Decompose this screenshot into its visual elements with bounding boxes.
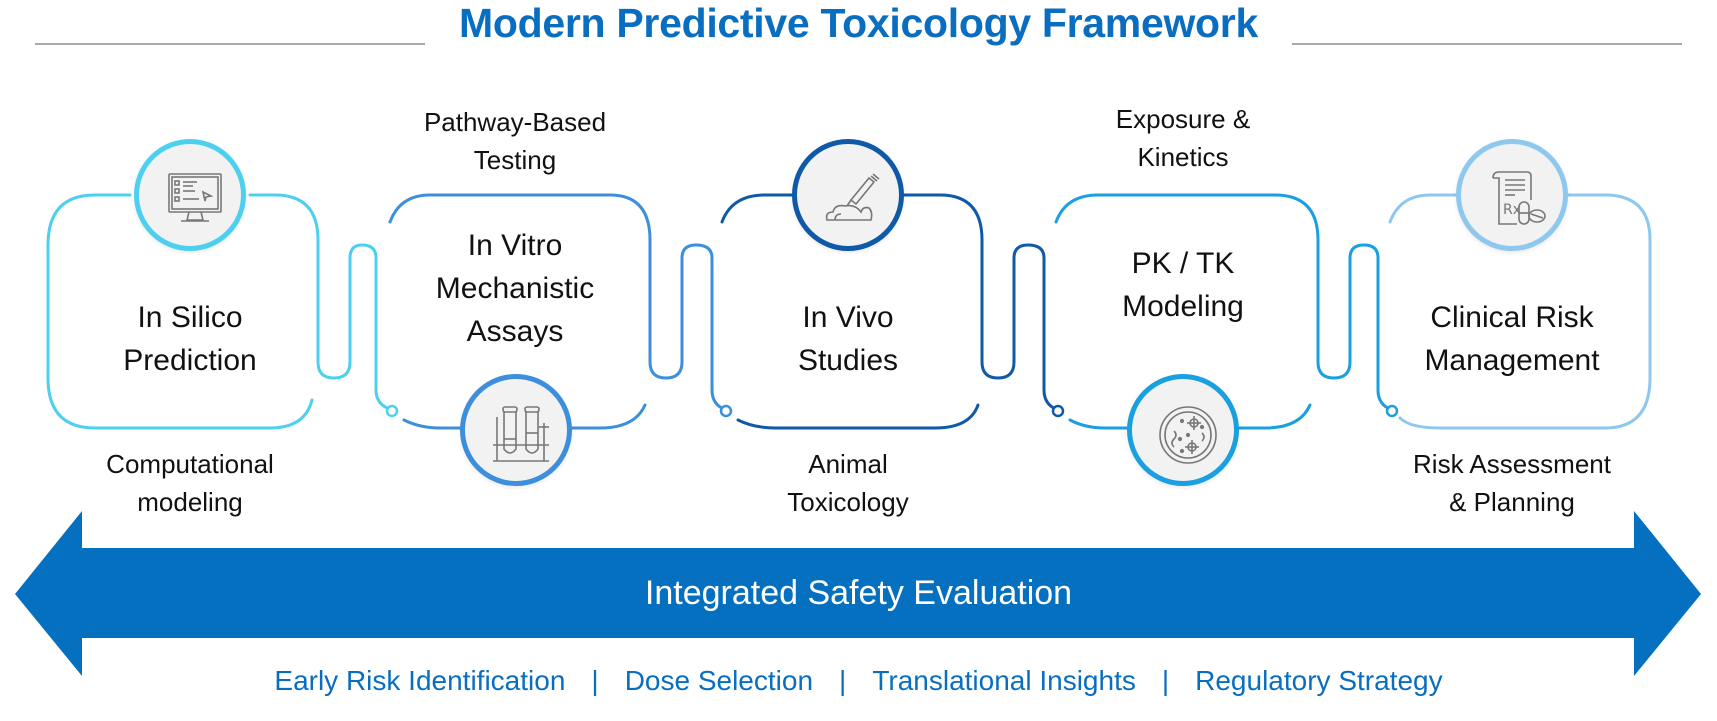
stage-2-caption-line: Pathway-Based — [423, 107, 607, 137]
stage-1-caption: Computational modeling — [60, 445, 320, 521]
page-title: Modern Predictive Toxicology Framework — [459, 0, 1258, 46]
stage-3-label-line: Studies — [797, 344, 899, 377]
benefit-separator: | — [1161, 665, 1170, 696]
stage-5-label: Clinical Risk Management — [1392, 296, 1632, 382]
stage-1-caption-line: Computational — [106, 449, 274, 479]
stage-3-label: In Vivo Studies — [728, 296, 968, 382]
benefit-item: Early Risk Identification — [274, 665, 566, 696]
stage-2-caption-line: Testing — [473, 145, 557, 175]
arrow-label: Integrated Safety Evaluation — [644, 574, 1073, 612]
svg-text:Rx: Rx — [1503, 202, 1521, 218]
stage-3-caption-line: Animal — [808, 449, 888, 479]
title-rule-left — [35, 43, 425, 45]
title-rule-right — [1292, 43, 1682, 45]
stage-2-caption: Pathway-Based Testing — [385, 103, 645, 179]
stage-2-label: In Vitro Mechanistic Assays — [395, 224, 635, 353]
prescription-pills-icon: Rx — [1456, 139, 1568, 251]
stage-5-caption-line: & Planning — [1449, 487, 1575, 517]
stage-5-caption: Risk Assessment & Planning — [1372, 445, 1652, 521]
stage-3-caption-line: Toxicology — [787, 487, 909, 517]
stage-1-label-line: Prediction — [123, 344, 257, 377]
stage-5-label-line: Management — [1424, 344, 1600, 377]
stage-1-label-line: In Silico — [137, 301, 243, 334]
benefits-row: Early Risk Identification | Dose Selection… — [0, 665, 1717, 697]
stage-2-label-line: Assays — [466, 315, 564, 348]
stage-1-caption-line: modeling — [137, 487, 243, 517]
stage-2-label-line: In Vitro — [467, 229, 563, 262]
benefit-item: Regulatory Strategy — [1195, 665, 1443, 696]
benefit-item: Translational Insights — [872, 665, 1136, 696]
computer-monitor-icon — [134, 139, 246, 251]
stage-2-label-line: Mechanistic — [435, 272, 595, 305]
stage-4-label: PK / TK Modeling — [1063, 242, 1303, 328]
benefit-separator: | — [839, 665, 847, 696]
stage-4-label-line: PK / TK — [1131, 247, 1235, 280]
stage-1-label: In Silico Prediction — [70, 296, 310, 382]
stage-4-caption: Exposure & Kinetics — [1053, 100, 1313, 176]
benefit-separator: | — [591, 665, 599, 696]
petri-dish-icon — [1127, 374, 1239, 486]
stage-4-caption-line: Exposure & — [1115, 104, 1251, 134]
syringe-mouse-icon — [792, 139, 904, 251]
stage-3-caption: Animal Toxicology — [718, 445, 978, 521]
stage-5-caption-line: Risk Assessment — [1413, 449, 1611, 479]
stage-4-label-line: Modeling — [1122, 290, 1244, 323]
stage-3-label-line: In Vivo — [802, 301, 894, 334]
benefit-item: Dose Selection — [624, 665, 814, 696]
stage-4-caption-line: Kinetics — [1137, 142, 1229, 172]
test-tubes-icon — [460, 374, 572, 486]
stage-5-label-line: Clinical Risk — [1430, 301, 1594, 334]
